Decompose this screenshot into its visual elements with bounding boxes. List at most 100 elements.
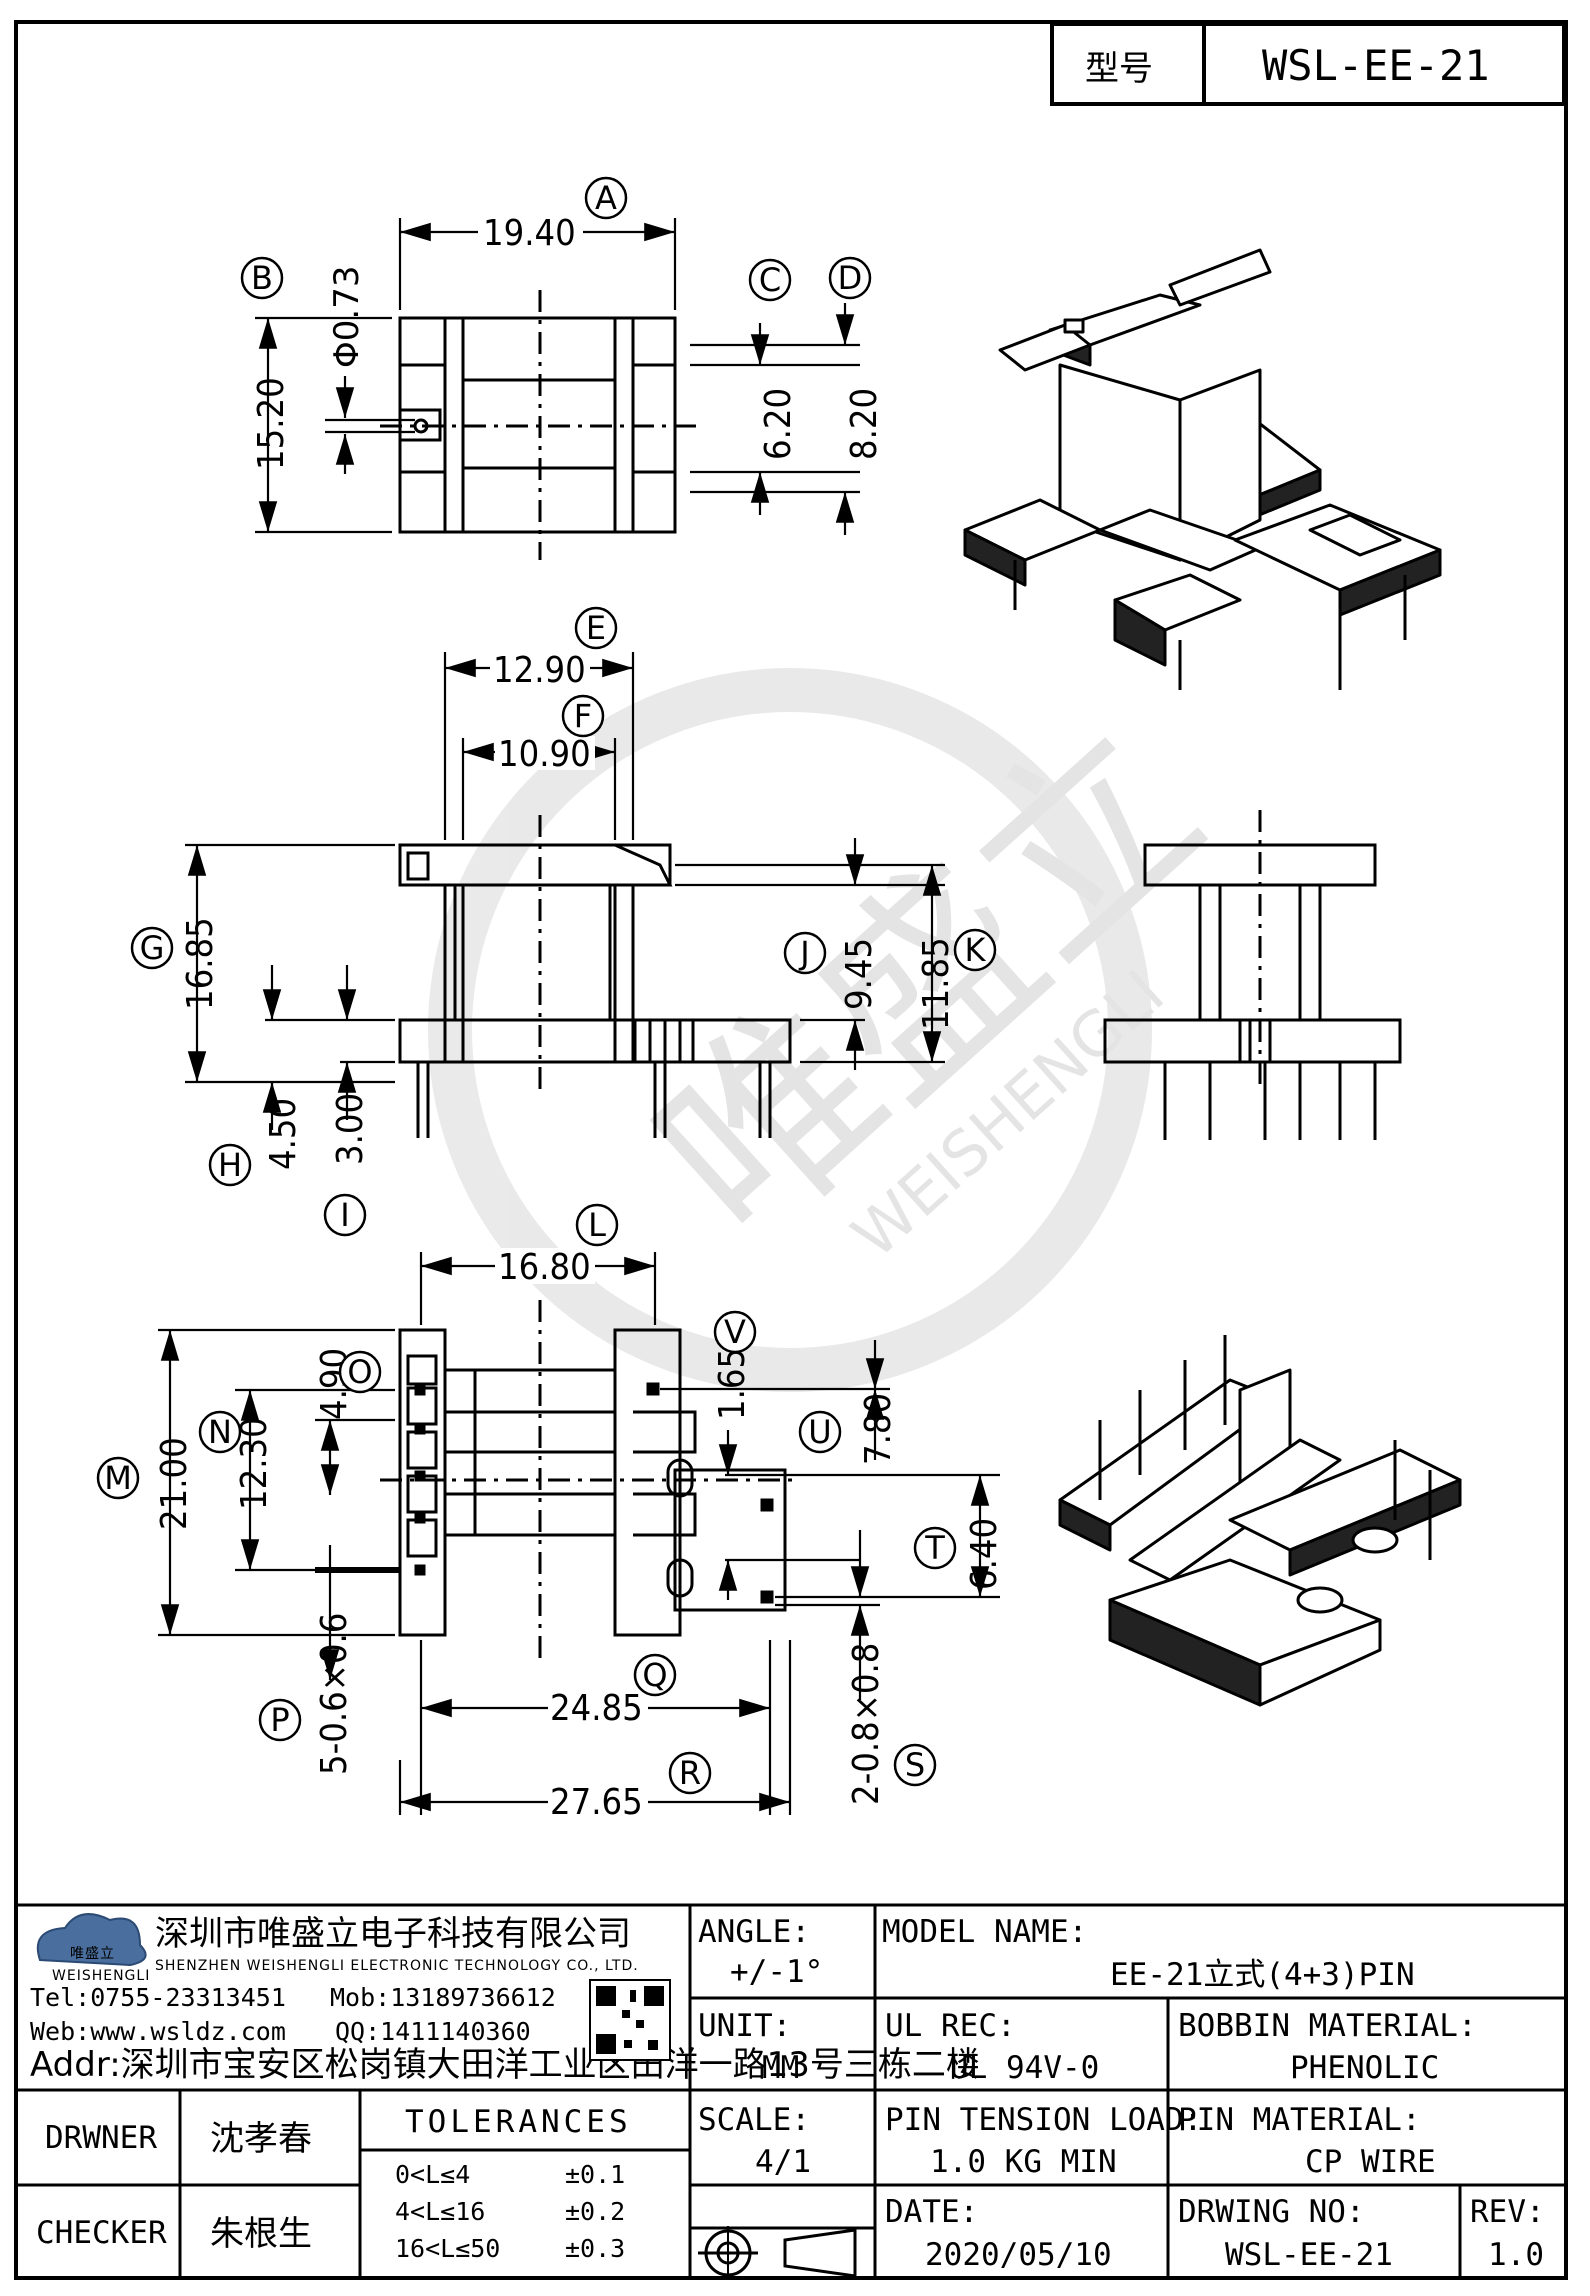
callout-k: K <box>965 931 987 969</box>
title-block-lines <box>16 1903 1566 2278</box>
callout-s: S <box>905 1746 925 1784</box>
side-view <box>1103 810 1402 1140</box>
scale-value: 4/1 <box>755 2144 811 2180</box>
sheet-border <box>14 20 1568 2280</box>
company-qq: QQ:1411140360 <box>335 2017 531 2046</box>
checker-value: 朱根生 <box>210 2214 312 2254</box>
pin-tension-value: 1.0 KG MIN <box>930 2144 1117 2180</box>
dim-s: 2-0.8×0.8 <box>846 1643 887 1805</box>
model-name-value: EE-21立式(4+3)PIN <box>1110 1957 1415 1993</box>
company-block: 唯盛立 WEISHENGLI 深圳市唯盛立电子科技有限公司 SHENZHEN W… <box>30 1913 980 2085</box>
dim-p: 5-0.6×0.6 <box>314 1613 355 1775</box>
company-name-cn: 深圳市唯盛立电子科技有限公司 <box>155 1914 631 1954</box>
callout-d: D <box>838 259 863 297</box>
dim-b: 15.20 <box>251 377 292 470</box>
tolerance-value-1: ±0.2 <box>565 2197 625 2226</box>
callout-o: O <box>347 1353 372 1391</box>
callout-u: U <box>808 1413 831 1451</box>
company-logo-cloud <box>36 1913 147 1967</box>
date-label: DATE: <box>885 2194 978 2230</box>
dim-q: 24.85 <box>550 1688 643 1729</box>
dim-k: 11.85 <box>916 937 957 1030</box>
projection-symbol-icon <box>698 2226 857 2280</box>
company-web: Web:www.wsldz.com <box>30 2017 286 2046</box>
company-logo-en: WEISHENGLI <box>52 1968 150 1984</box>
ul-label: UL REC: <box>885 2008 1016 2044</box>
pin-material-label: PIN MATERIAL: <box>1178 2102 1421 2138</box>
company-mob: Mob:13189736612 <box>330 1983 556 2012</box>
callout-l: L <box>588 1206 606 1244</box>
callout-t: T <box>924 1529 945 1567</box>
angle-value: +/-1° <box>730 1954 823 1990</box>
model-name-label: MODEL NAME: <box>882 1914 1087 1950</box>
drawner-value: 沈孝春 <box>210 2119 312 2159</box>
model-header-value: WSL-EE-21 <box>1262 41 1490 90</box>
dim-m: 21.00 <box>154 1437 195 1530</box>
callout-f: F <box>574 697 592 735</box>
company-name-en: SHENZHEN WEISHENGLI ELECTRONIC TECHNOLOG… <box>155 1958 639 1974</box>
dim-l: 16.80 <box>498 1247 591 1288</box>
callout-g: G <box>140 929 165 967</box>
qr-code <box>589 1979 671 2061</box>
company-logo-cn: 唯盛立 <box>70 1946 115 1962</box>
drawing-no-value: WSL-EE-21 <box>1225 2237 1393 2273</box>
front-view-dims <box>185 652 945 1130</box>
dim-j: 9.45 <box>839 938 880 1010</box>
date-value: 2020/05/10 <box>925 2237 1112 2273</box>
callout-i: I <box>340 1196 349 1234</box>
drawing-no-label: DRWING NO: <box>1178 2194 1365 2230</box>
rev-value: 1.0 <box>1488 2237 1544 2273</box>
dim-f: 10.90 <box>498 734 591 775</box>
dim-h: 4.50 <box>263 1098 304 1170</box>
tolerance-value-0: ±0.1 <box>565 2160 625 2189</box>
dim-c: 6.20 <box>758 388 799 460</box>
company-tel: Tel:0755-23313451 <box>30 1983 286 2012</box>
bobbin-value: PHENOLIC <box>1290 2050 1439 2086</box>
dim-t: 6.40 <box>964 1518 1005 1590</box>
top-view <box>380 290 700 560</box>
callout-c: C <box>759 261 781 299</box>
dim-e: 12.90 <box>493 650 586 691</box>
callout-e: E <box>586 609 606 647</box>
dim-a: 19.40 <box>483 213 576 254</box>
dim-u: 7.80 <box>858 1393 899 1465</box>
iso-view-bottom <box>1058 1335 1462 1707</box>
bobbin-label: BOBBIN MATERIAL: <box>1178 2008 1477 2044</box>
callouts <box>96 176 997 1795</box>
unit-label: UNIT: <box>698 2008 791 2044</box>
callout-h: H <box>218 1146 242 1184</box>
callout-letters: A B C D E F G H I J K L M N O P Q R S T … <box>104 179 986 1792</box>
dim-g: 16.85 <box>180 917 221 1010</box>
tolerance-range-1: 4<L≤16 <box>395 2197 485 2226</box>
dim-v: 1.65 <box>712 1348 753 1420</box>
callout-v: V <box>724 1313 746 1351</box>
tolerance-range-2: 16<L≤50 <box>395 2234 500 2263</box>
callout-n: N <box>208 1413 232 1451</box>
company-addr: Addr:深圳市宝安区松岗镇大田洋工业区田洋一路13号三栋二楼 <box>30 2045 980 2085</box>
callout-m: M <box>104 1459 132 1497</box>
iso-view-top <box>963 248 1442 690</box>
dim-pin-hole: Φ0.73 <box>327 266 367 368</box>
model-header-label: 型号 <box>1085 49 1153 89</box>
scale-label: SCALE: <box>698 2102 810 2138</box>
checker-label: CHECKER <box>36 2215 167 2251</box>
tolerance-value-2: ±0.3 <box>565 2234 625 2263</box>
dim-r: 27.65 <box>550 1782 643 1823</box>
callout-j: J <box>798 934 809 972</box>
unit-value: MM <box>762 2050 799 2086</box>
model-header: 型号 WSL-EE-21 <box>1050 22 1566 106</box>
tolerance-range-0: 0<L≤4 <box>395 2160 470 2189</box>
callout-b: B <box>251 259 273 297</box>
callout-r: R <box>679 1754 701 1792</box>
pin-tension-label: PIN TENSION LOAD: <box>885 2102 1202 2138</box>
drawner-label: DRWNER <box>45 2120 157 2156</box>
callout-p: P <box>270 1701 289 1739</box>
pin-material-value: CP WIRE <box>1305 2144 1436 2180</box>
front-view <box>398 815 792 1138</box>
rev-label: REV: <box>1470 2194 1545 2230</box>
angle-label: ANGLE: <box>698 1914 810 1950</box>
tolerances-label: TOLERANCES <box>405 2104 632 2140</box>
dim-d: 8.20 <box>844 388 885 460</box>
bottom-view <box>380 1300 800 1660</box>
